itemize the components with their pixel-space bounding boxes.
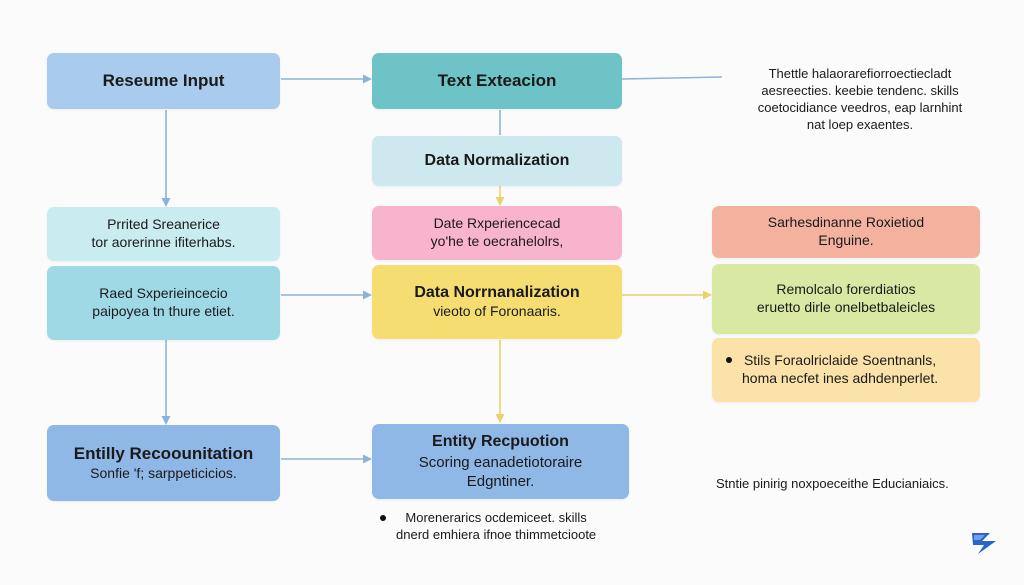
node-data-normalization-mid[interactable]: Data Norrnanalization vieoto of Foronaar… (372, 265, 622, 339)
note-bottom-right: Stntie pinirig noxpoeceithe Educianiaics… (716, 476, 949, 491)
note-line: Thettle halaorarefiorroectiecladt (768, 66, 952, 81)
note-bottom-bullet: Morenerarics ocdemiceet. skills dnerd em… (380, 510, 640, 544)
node-line: Enguine. (818, 232, 874, 248)
node-line: homa necfet ines adhdenperlet. (742, 370, 939, 386)
node-raed-experience[interactable]: Raed Sxperieincecio paipoyea tn thure et… (47, 266, 280, 340)
bullet-icon (726, 357, 732, 364)
note-line: coetocidiance veedros, eap larnhint (757, 99, 963, 115)
node-line: tor aorerinne ifiterhabs. (91, 234, 236, 250)
node-line: Raed Sxperieincecio (99, 285, 228, 302)
node-line: Prrited Sreanerice (107, 216, 220, 233)
node-title: Reseume Input (102, 71, 225, 91)
node-subtitle: vieoto of Foronaaris. (433, 303, 561, 320)
note-line: Morenerarics ocdemiceet. skills (405, 510, 587, 525)
node-title: Data Normalization (424, 151, 570, 169)
node-entity-scoring[interactable]: Entity Recpuotion Scoring eanadetiotorai… (372, 424, 629, 499)
node-line: yo'he te oecrahelolrs, (430, 233, 564, 249)
bullet-icon (380, 515, 386, 521)
node-matching-engine[interactable]: Sarhesdinanne Roxietiod Enguine. (712, 206, 980, 258)
node-printed-sequence[interactable]: Prrited Sreanerice tor aorerinne ifiterh… (47, 207, 280, 261)
node-line: Sarhesdinanne Roxietiod (767, 214, 925, 231)
node-subtitle: Edgntiner. (466, 472, 535, 490)
node-line: paipoyea tn thure etiet. (92, 303, 235, 319)
note-bullet-row: Morenerarics ocdemiceet. skills dnerd em… (380, 510, 640, 544)
node-line: eruetto dirle onelbetbaleicles (756, 299, 936, 315)
node-remolcalo[interactable]: Remolcalo forerdiatios eruetto dirle one… (712, 264, 980, 334)
note-line: nat loep exaentes. (806, 116, 914, 132)
node-resume-input[interactable]: Reseume Input (47, 53, 280, 109)
node-date-experience[interactable]: Date Rxperiencecad yo'he te oecrahelolrs… (372, 206, 622, 260)
line-extraction-to-note (621, 76, 723, 80)
note-line: dnerd emhiera ifnoe thimmetcioote (396, 526, 597, 542)
node-title: Entity Recpuotion (432, 433, 569, 451)
node-line: Date Rxperiencecad (433, 215, 561, 232)
skills-bullet: Stils Foraolriclaide Soentnanls, homa ne… (726, 352, 938, 388)
node-skills[interactable]: Stils Foraolriclaide Soentnanls, homa ne… (712, 338, 980, 402)
node-subtitle: Scoring eanadetiotoraire (418, 453, 583, 471)
node-line: Stils Foraolriclaide Soentnanls, (743, 352, 937, 369)
note-line: aesreecties. keebie tendenc. skills (761, 82, 959, 98)
node-data-normalization-top[interactable]: Data Normalization (372, 136, 622, 186)
node-title: Text Exteacion (437, 71, 557, 91)
node-entity-recognition[interactable]: Entilly Recoounitation Sonfie 'f; sarppe… (47, 425, 280, 501)
node-line: Remolcalo forerdiatios (776, 281, 916, 298)
brand-logo-icon (972, 533, 996, 554)
node-title: Entilly Recoounitation (73, 444, 254, 464)
node-text-extraction[interactable]: Text Exteacion (372, 53, 622, 109)
node-subtitle: Sonfie 'f; sarppeticicios. (90, 464, 237, 481)
node-title: Data Norrnanalization (414, 283, 580, 301)
note-top-right: Thettle halaorarefiorroectiecladt aesree… (735, 66, 985, 134)
